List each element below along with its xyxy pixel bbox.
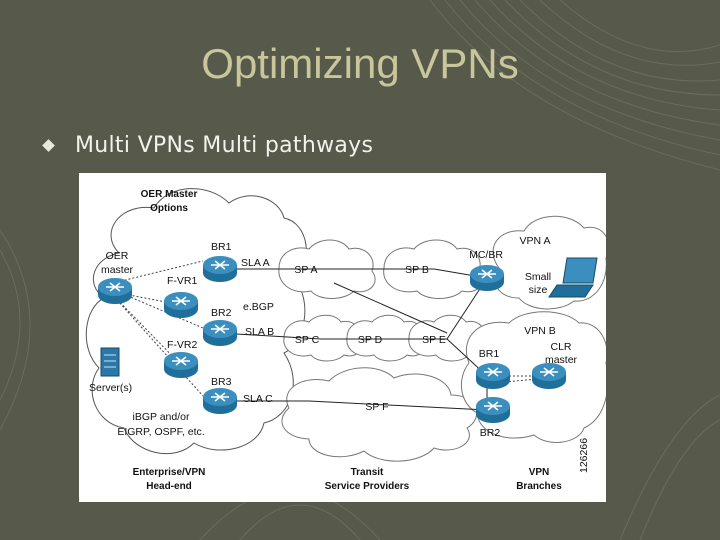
label-br1-right: BR1: [479, 348, 500, 360]
label-vpn-a: VPN A: [520, 235, 551, 247]
vpn-network-diagram: OER Master Options OER master BR1 SLA A …: [79, 173, 606, 502]
f-vr2-router-icon: [163, 351, 199, 379]
label-ibgp-2: EIGRP, OSPF, etc.: [117, 426, 204, 438]
br2-right-router-icon: [475, 396, 511, 424]
figure-id: 126266: [578, 438, 590, 473]
clr-master-router-icon: [531, 362, 567, 390]
br1-left-router-icon: [202, 255, 238, 283]
slide-title: Optimizing VPNs: [201, 40, 519, 87]
laptop-icon: [548, 257, 598, 298]
label-br2-right: BR2: [480, 427, 501, 439]
label-enterprise-2: Head-end: [146, 481, 192, 492]
label-oer-master-options-1: OER Master: [141, 189, 198, 200]
label-sla-b: SLA B: [245, 326, 274, 338]
label-br2-left: BR2: [211, 307, 232, 319]
label-vpn-branches-2: Branches: [516, 481, 562, 492]
label-f-vr2: F-VR2: [167, 339, 197, 351]
label-clr-master-1: CLR: [550, 341, 571, 353]
oer-master-router-icon: [97, 277, 133, 305]
label-servers: Server(s): [89, 382, 132, 394]
label-clr-master-2: master: [545, 354, 578, 366]
label-mc-br: MC/BR: [469, 249, 503, 261]
label-transit-2: Service Providers: [325, 481, 410, 492]
label-sla-a: SLA A: [241, 257, 270, 269]
label-transit-1: Transit: [351, 467, 384, 478]
sp-f-cloud: [281, 367, 478, 462]
diamond-bullet-icon: [42, 138, 55, 152]
label-ebgp: e.BGP: [243, 301, 274, 313]
label-small-size-2: size: [529, 284, 548, 296]
label-oer-master-options-2: Options: [150, 203, 188, 214]
label-sp-a: SP A: [294, 264, 317, 276]
f-vr1-router-icon: [163, 291, 199, 319]
label-sp-e: SP E: [422, 334, 446, 346]
bullet-text: Multi VPNs Multi pathways: [75, 132, 374, 158]
label-sp-f: SP F: [365, 401, 388, 413]
label-oer-master-1: OER: [106, 250, 129, 262]
label-sp-d: SP D: [358, 334, 383, 346]
label-sp-b: SP B: [405, 264, 429, 276]
label-sp-c: SP C: [295, 334, 320, 346]
label-br1-left: BR1: [211, 241, 232, 253]
label-sla-c: SLA C: [243, 393, 273, 405]
label-small-size-1: Small: [525, 271, 551, 283]
enterprise-cloud: [85, 188, 307, 455]
br1-right-router-icon: [475, 362, 511, 390]
br2-left-router-icon: [202, 319, 238, 347]
label-vpn-b: VPN B: [524, 325, 556, 337]
bullet-item: Multi VPNs Multi pathways: [42, 130, 374, 160]
label-br3: BR3: [211, 376, 232, 388]
br3-router-icon: [202, 387, 238, 415]
server-icon: [100, 347, 120, 377]
label-f-vr1: F-VR1: [167, 275, 197, 287]
label-vpn-branches-1: VPN: [529, 467, 550, 478]
label-oer-master-2: master: [101, 264, 134, 276]
mc-br-router-icon: [469, 264, 505, 292]
label-ibgp-1: iBGP and/or: [132, 411, 190, 423]
label-enterprise-1: Enterprise/VPN: [133, 467, 206, 478]
